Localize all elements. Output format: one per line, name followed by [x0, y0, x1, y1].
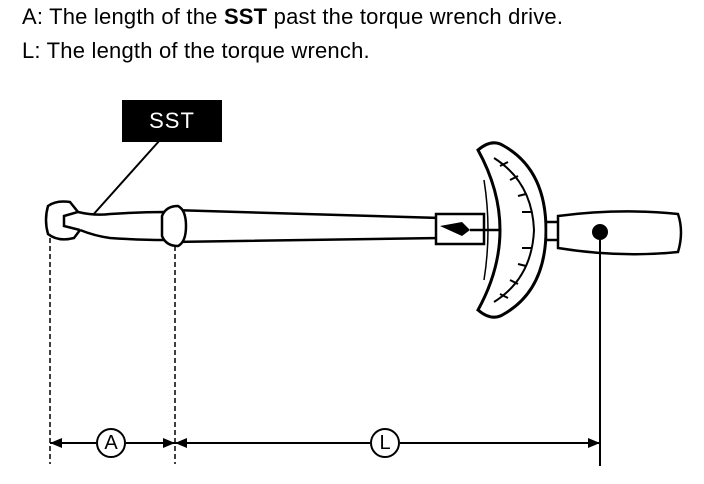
dimension-a-label: A	[104, 432, 118, 454]
wrench-shaft	[170, 208, 442, 244]
dimension-l-arrow	[175, 428, 600, 458]
legend-l-text: L: The length of the torque wrench.	[22, 38, 370, 63]
dial-scale-arc	[493, 157, 536, 303]
dimension-l-circle	[370, 428, 400, 458]
handle-pivot-dot	[592, 224, 608, 240]
dial-scale-frame	[476, 141, 548, 319]
dial-scale-ticks	[499, 161, 532, 299]
legend-a-sst: SST	[223, 4, 268, 29]
dimension-a-circle	[96, 428, 126, 458]
handle-grip	[556, 210, 683, 256]
sst-spanner-head	[44, 200, 83, 241]
sst-spanner-body	[77, 210, 167, 242]
sst-label-box: SST	[122, 100, 222, 142]
legend-a-suffix: past the torque wrench drive.	[267, 4, 564, 29]
dimension-l-label: L	[379, 432, 391, 454]
pointer-tip	[440, 222, 470, 236]
sst-drive-knob	[160, 204, 188, 248]
legend-a-prefix: A: The length of the	[22, 4, 224, 29]
sst-leader-line	[91, 139, 161, 217]
sst-label: SST	[149, 108, 195, 133]
legend-a-text: A: The length of the SST past the torque…	[22, 4, 563, 30]
dimension-a-arrow	[50, 428, 175, 458]
dial-inner-edge	[483, 179, 489, 281]
